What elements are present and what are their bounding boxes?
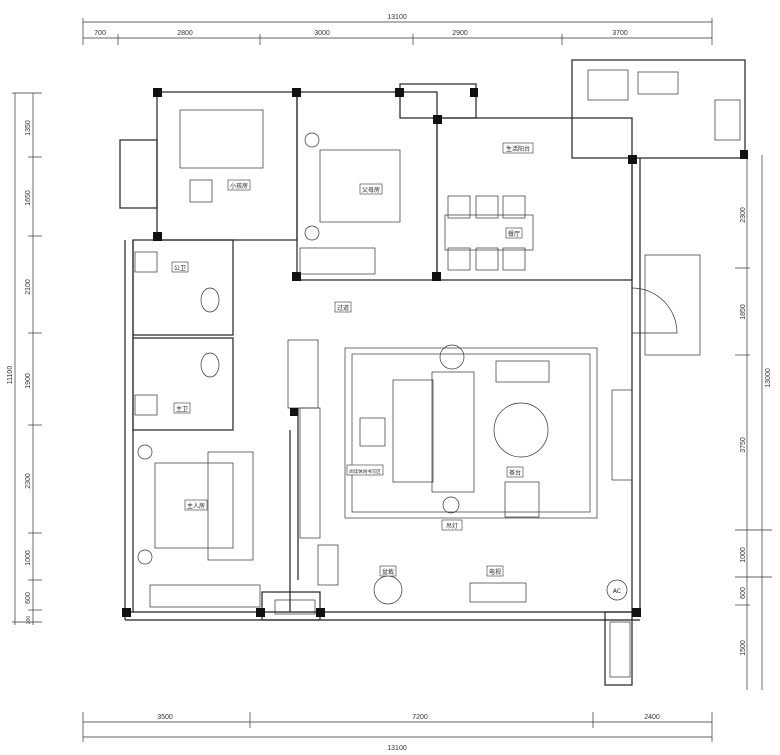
svg-text:吊灯: 吊灯 — [446, 522, 458, 530]
dim-top-2: 2800 — [177, 30, 193, 37]
label-dining: 餐厅 — [505, 227, 523, 239]
dim-right-total: 13000 — [765, 368, 772, 388]
left-dimension-lines — [12, 92, 42, 625]
walls — [119, 59, 746, 686]
label-parents-room: 父母房 — [359, 183, 383, 195]
svg-text:阅读休闲书写区: 阅读休闲书写区 — [349, 468, 381, 475]
label-master-bath: 主卫 — [173, 402, 191, 414]
dim-right-6: 1500 — [740, 640, 747, 656]
room-labels: 小孩房 父母房 生活阳台 餐厅 过道 公卫 主卫 主人房 阅读休闲书写区 茶台 … — [171, 142, 621, 595]
dim-bottom-2: 7200 — [412, 714, 428, 721]
dim-top-1: 700 — [94, 30, 106, 37]
dim-left-6: 1000 — [25, 550, 32, 566]
dim-right-3: 3750 — [740, 437, 747, 453]
wardrobe — [299, 247, 376, 275]
label-leisure-area: 阅读休闲书写区 — [346, 464, 384, 476]
dim-left-total: 11100 — [7, 366, 14, 385]
label-master-bedroom: 主人房 — [184, 499, 208, 511]
right-dimension-lines — [735, 155, 772, 690]
svg-text:父母房: 父母房 — [362, 186, 380, 194]
label-kids-room: 小孩房 — [227, 179, 251, 191]
tv-cabinet — [469, 582, 527, 603]
svg-text:过道: 过道 — [337, 304, 349, 312]
label-ac: AC — [613, 588, 621, 595]
bottom-dimension-lines — [82, 712, 713, 742]
svg-text:盆栽: 盆栽 — [382, 568, 394, 576]
label-utility-balcony: 生活阳台 — [502, 142, 534, 154]
dim-bottom-1: 3500 — [157, 714, 173, 721]
label-plant: 盆栽 — [379, 565, 397, 577]
label-tea-area: 茶台 — [506, 466, 524, 478]
living-rug — [344, 347, 598, 519]
top-dimension-lines — [82, 18, 713, 45]
dim-right-2: 1850 — [740, 304, 747, 320]
master-bed — [154, 462, 234, 549]
dim-top-3: 3000 — [314, 30, 330, 37]
dim-left-7: 600 — [25, 592, 32, 604]
svg-text:电视: 电视 — [489, 568, 501, 576]
dim-right-4: 1000 — [740, 547, 747, 563]
svg-text:公卫: 公卫 — [174, 265, 186, 272]
kids-chair — [189, 179, 213, 203]
dim-left-8: 200 — [26, 616, 32, 625]
dim-left-4: 1900 — [25, 373, 32, 389]
svg-text:餐厅: 餐厅 — [508, 230, 520, 238]
label-public-bath: 公卫 — [171, 261, 189, 273]
svg-text:小孩房: 小孩房 — [230, 182, 248, 190]
ac-unit — [606, 579, 628, 601]
label-tv: 电视 — [486, 565, 504, 577]
dim-left-5: 2300 — [25, 473, 32, 489]
columns — [122, 88, 748, 617]
kids-bed — [179, 109, 264, 169]
dim-top-total: 13100 — [387, 14, 407, 21]
dim-top-4: 2900 — [452, 30, 468, 37]
svg-text:主卫: 主卫 — [176, 405, 188, 413]
label-corridor: 过道 — [334, 301, 352, 313]
plant-pot — [373, 575, 403, 605]
dim-left-1: 1350 — [25, 120, 32, 136]
dim-top-5: 3700 — [612, 30, 628, 37]
dim-right-5: 600 — [740, 587, 747, 599]
dim-right-1: 2300 — [740, 207, 747, 223]
dim-left-2: 1650 — [25, 190, 32, 206]
label-pendant-lamp: 吊灯 — [441, 519, 463, 531]
dining-table-chairs — [444, 195, 534, 271]
dim-bottom-3: 2400 — [644, 714, 660, 721]
parents-bed — [319, 149, 401, 223]
dim-bottom-total: 13100 — [387, 745, 407, 752]
furniture — [134, 69, 741, 678]
svg-text:主人房: 主人房 — [187, 502, 205, 510]
svg-text:茶台: 茶台 — [509, 469, 521, 477]
svg-text:生活阳台: 生活阳台 — [506, 145, 530, 153]
dim-left-3: 2100 — [25, 279, 32, 295]
